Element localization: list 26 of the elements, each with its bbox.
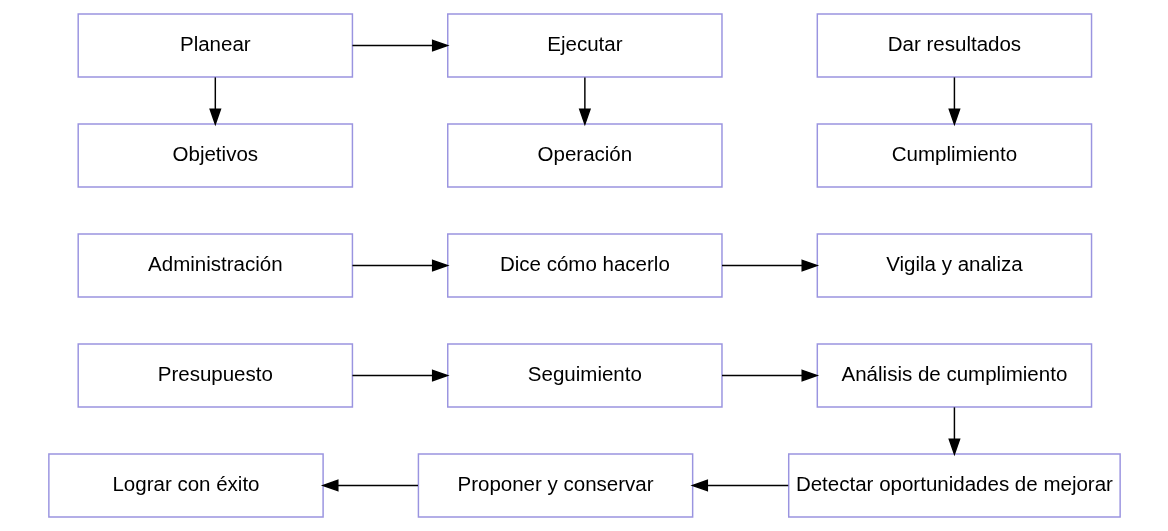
node-box: Análisis de cumplimiento xyxy=(816,343,1092,408)
node-box: Planear xyxy=(76,13,353,78)
arrow xyxy=(351,39,450,52)
arrow xyxy=(208,76,221,127)
arrow xyxy=(689,479,789,492)
arrow xyxy=(351,369,450,382)
node-box: Seguimiento xyxy=(446,343,723,408)
node-box: Lograr con éxito xyxy=(47,453,324,518)
node-box: Proponer y conservar xyxy=(417,453,693,518)
node-box: Dice cómo hacerlo xyxy=(446,233,723,298)
node-box: Cumplimiento xyxy=(816,123,1092,188)
arrow xyxy=(947,406,961,457)
arrow xyxy=(947,76,961,127)
arrow xyxy=(351,259,450,272)
arrow xyxy=(720,259,819,272)
arrow xyxy=(320,479,419,492)
node-box: Vigila y analiza xyxy=(816,233,1092,298)
arrow xyxy=(720,369,819,382)
arrow xyxy=(578,76,591,127)
node-box: Dar resultados xyxy=(816,13,1092,78)
node-box: Operación xyxy=(446,123,723,188)
node-box: Presupuesto xyxy=(76,343,353,408)
node-box: Administración xyxy=(76,233,353,298)
node-box: Detectar oportunidades de mejorar xyxy=(787,453,1121,518)
node-box: Ejecutar xyxy=(446,13,723,78)
node-box: Objetivos xyxy=(76,123,353,188)
